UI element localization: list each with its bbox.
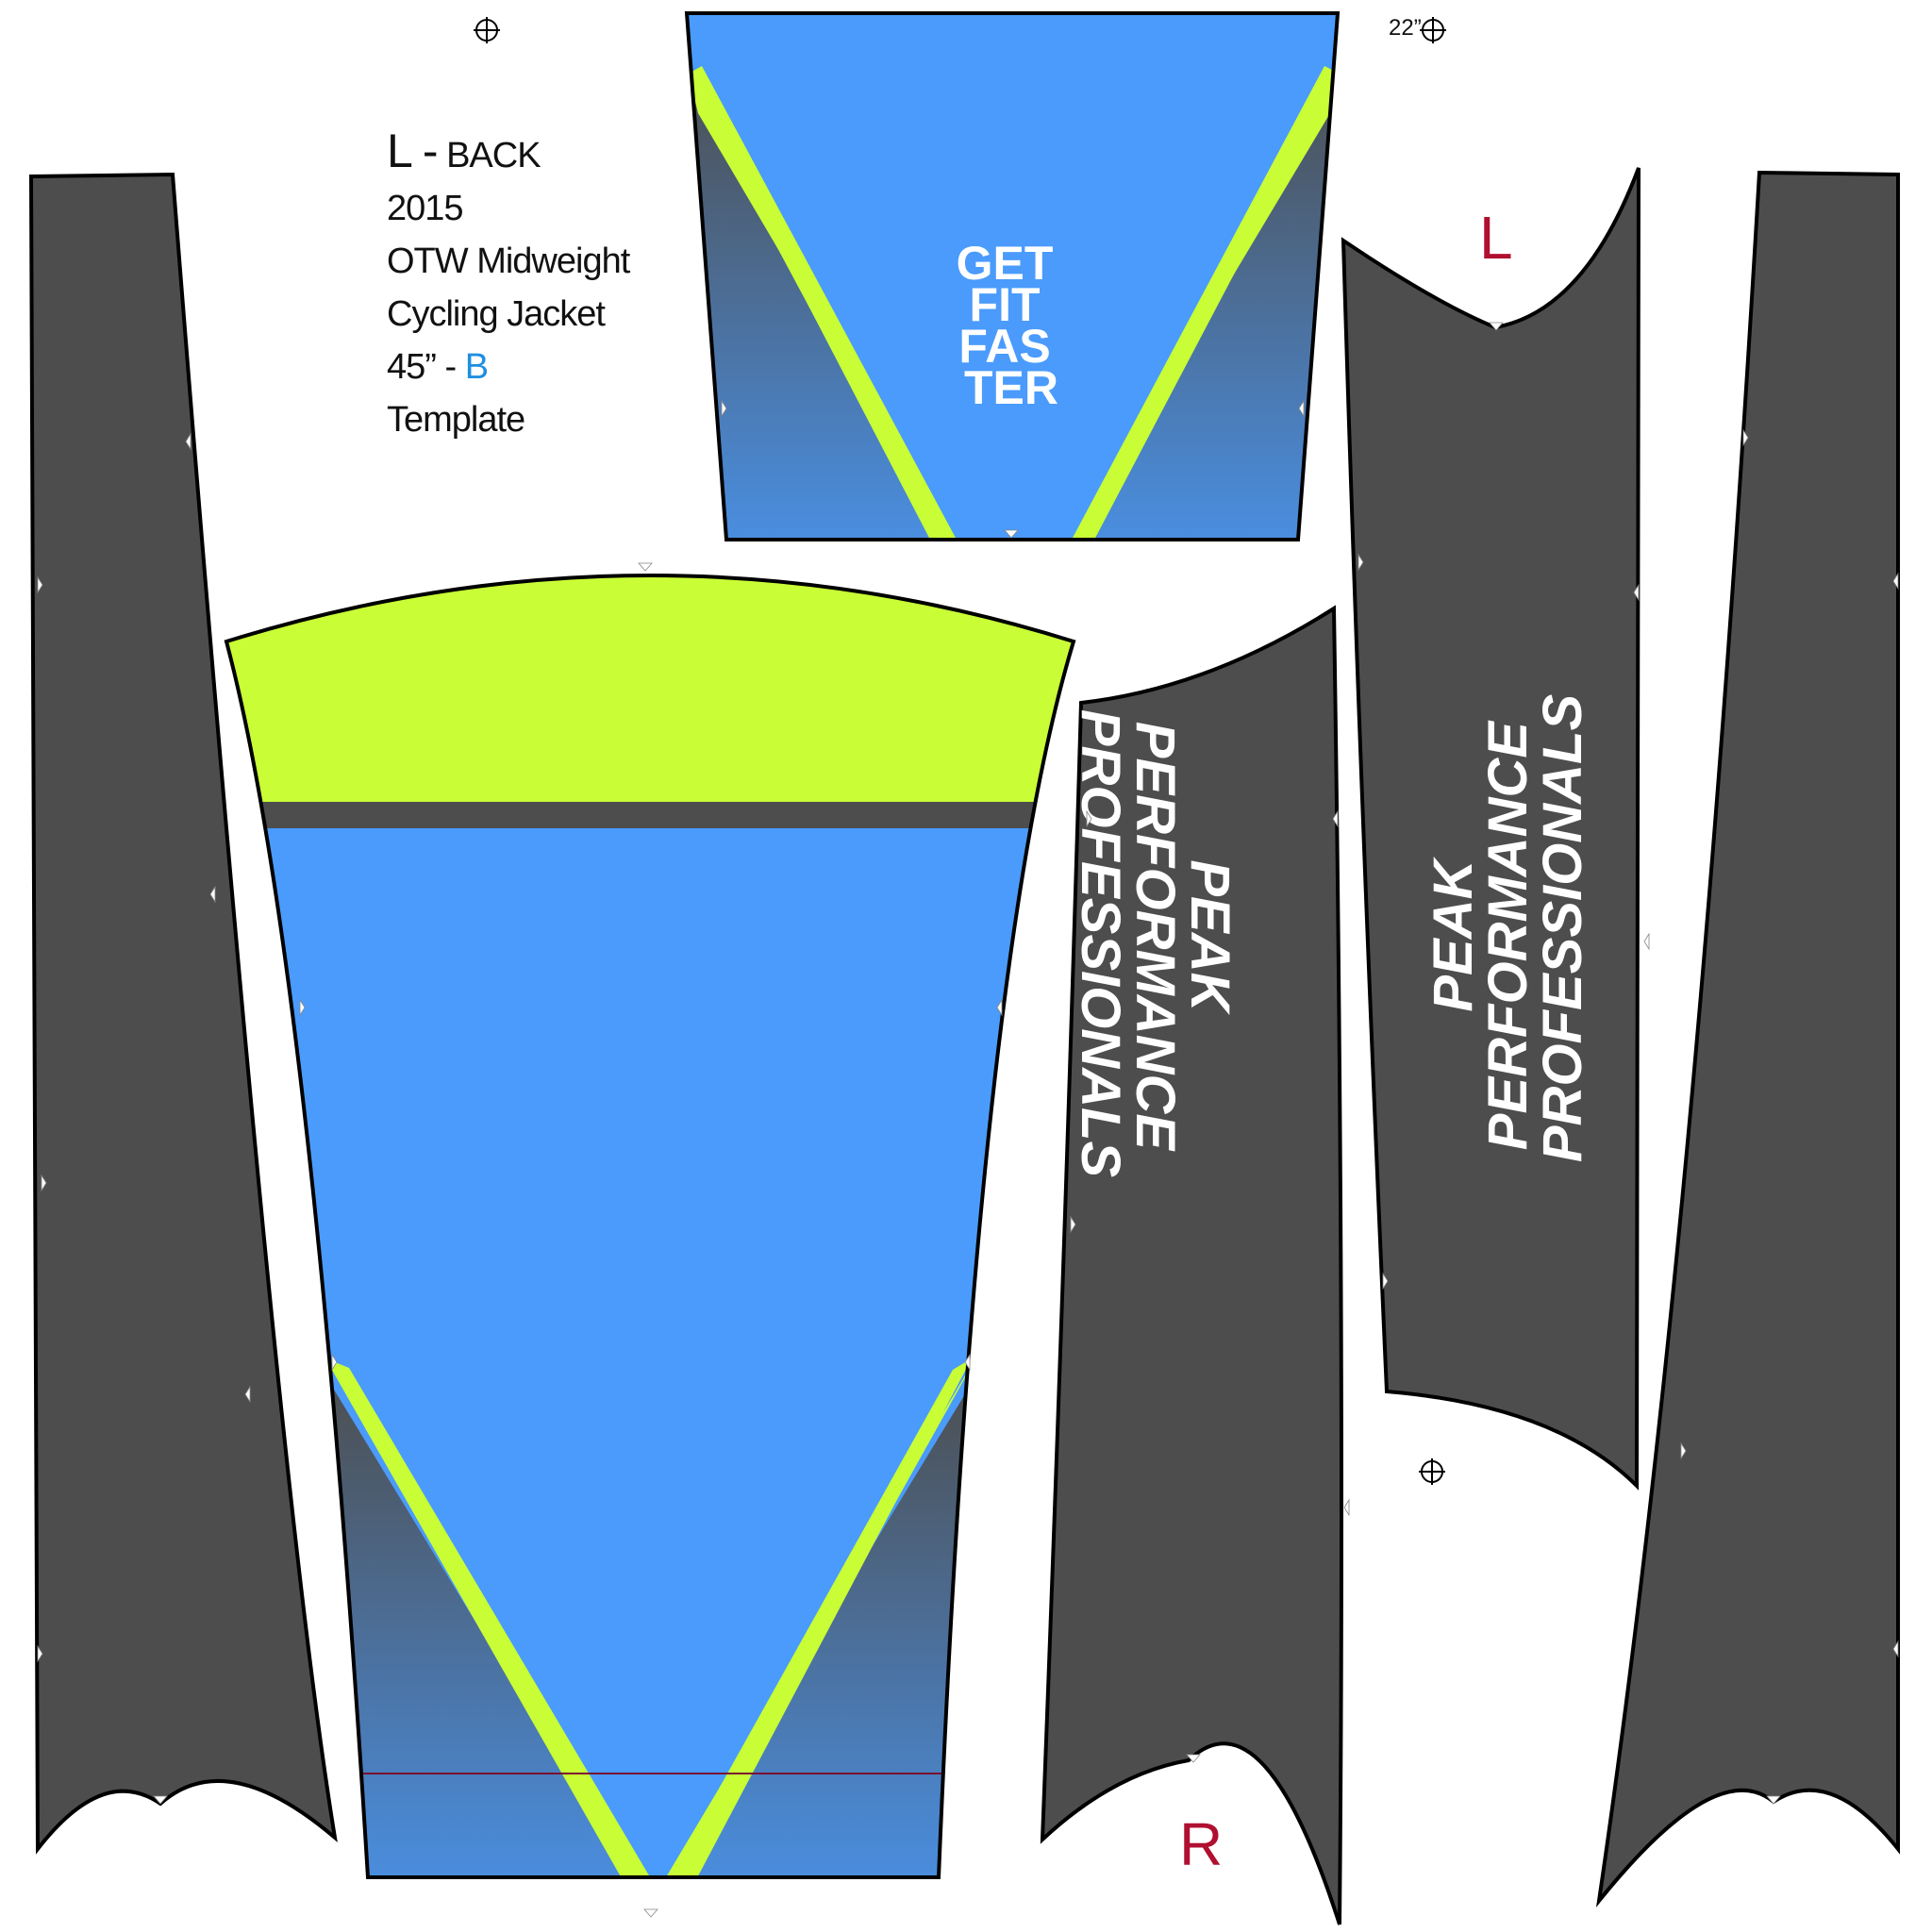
brand-text-r: PEAK PERFORMANCE PROFESSIONALS — [1070, 709, 1241, 1178]
right-side-panel — [1595, 170, 1902, 1907]
side-prefix: L - — [387, 125, 438, 177]
registration-crosshair-icon — [474, 17, 500, 43]
product-line-2: Cycling Jacket — [387, 294, 606, 334]
slogan-text: GET FIT FAS TER — [957, 237, 1067, 414]
right-front-panel — [1040, 605, 1343, 1925]
size-code: B — [464, 347, 489, 387]
notch-marker-icon — [37, 322, 1899, 1918]
top-yoke-panel — [684, 11, 1341, 541]
side-letter-right: R — [1179, 1810, 1224, 1878]
size-prefix: 45” - — [387, 347, 457, 387]
left-side-panel — [28, 172, 338, 1855]
template-year: 2015 — [387, 189, 464, 228]
registration-crosshair-icon — [1420, 17, 1446, 43]
size-marker-label: 22” — [1389, 15, 1422, 41]
side-letter-left: L — [1479, 204, 1513, 272]
shoulder-lime-band — [226, 575, 1074, 802]
shoulder-charcoal-band — [226, 802, 1074, 828]
product-line-1: OTW Midweight — [387, 242, 630, 281]
template-info: L - BACK 2015 OTW Midweight Cycling Jack… — [387, 125, 630, 446]
main-back-panel — [224, 574, 1076, 1879]
registration-crosshair-icon — [1419, 1458, 1445, 1485]
brand-text-l: PEAK PERFORMANCE PROFESSIONALS — [1423, 694, 1593, 1163]
doc-type: Template — [387, 400, 525, 440]
side-name: BACK — [446, 136, 541, 175]
